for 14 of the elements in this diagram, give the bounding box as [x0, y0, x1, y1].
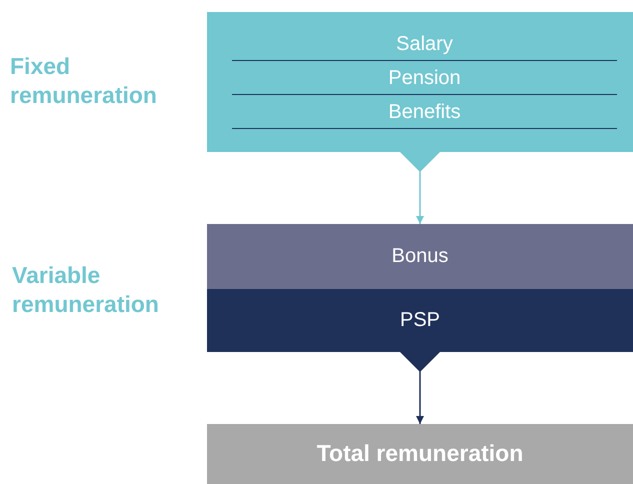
side-heading: Variable remuneration — [12, 261, 160, 319]
side-heading: Fixed remuneration — [10, 52, 158, 110]
box-label: Total remuneration — [316, 440, 524, 468]
pay-item-row: Pension — [232, 62, 617, 95]
chevron-arrow — [400, 152, 440, 224]
bonus-box — [207, 224, 633, 289]
pay-item-row: Salary — [232, 28, 617, 61]
total-box — [207, 424, 633, 484]
psp-box — [207, 289, 633, 352]
fixed-pay-box — [207, 12, 633, 152]
pay-item-row: Benefits — [232, 96, 617, 129]
chevron-arrow — [400, 352, 440, 424]
box-label: PSP — [398, 308, 442, 332]
box-label: Bonus — [390, 244, 450, 268]
